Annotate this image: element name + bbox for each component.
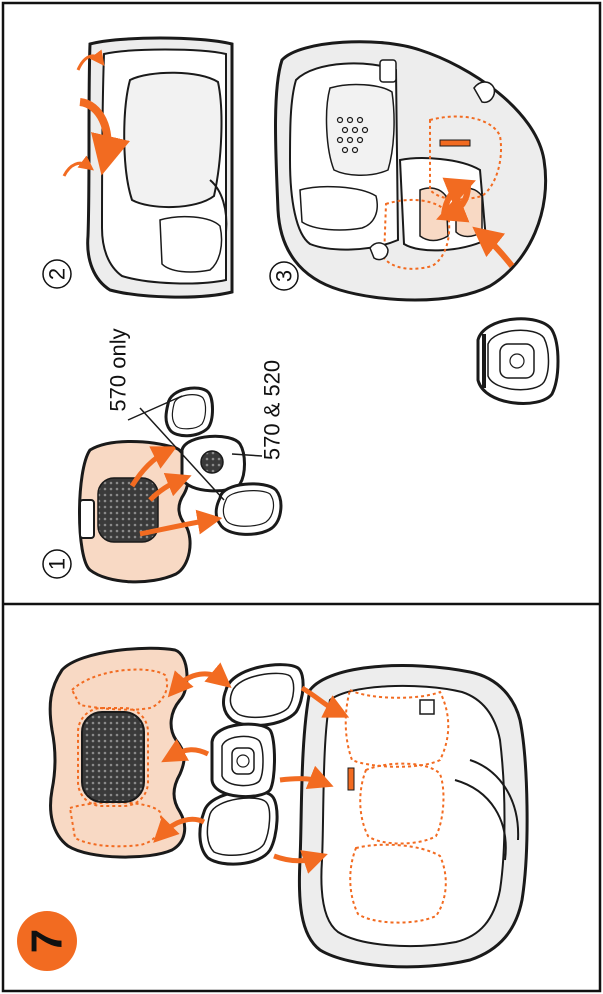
substep-2: 2 [43,38,232,297]
step-number: 7 [23,929,72,953]
step-badge: 7 [17,911,77,971]
arrow-icon [64,163,88,176]
side-wing-pad-icon [224,665,304,726]
label-570-and-520: 570 & 520 [260,360,285,460]
side-wing-pad-icon [166,388,213,436]
side-wing-pad-icon [200,791,277,864]
buckle-pad-icon [212,724,275,796]
arrow-icon [172,750,208,756]
substep-marker: 2 [45,268,70,280]
headrest-pad-icon [80,442,191,582]
side-wing-pad-icon [216,484,281,535]
seat-icon [88,38,232,297]
substep-3: 3 [270,42,558,404]
main-assembly-illustration [50,648,527,967]
substep-marker: 1 [45,558,70,570]
buckle-pad-icon [478,319,558,404]
substep-marker: 3 [272,270,297,282]
substep-1: 1 570 only 570 & 520 [43,328,285,581]
label-570-only: 570 only [106,328,131,411]
headrest-pad-icon [50,648,187,857]
